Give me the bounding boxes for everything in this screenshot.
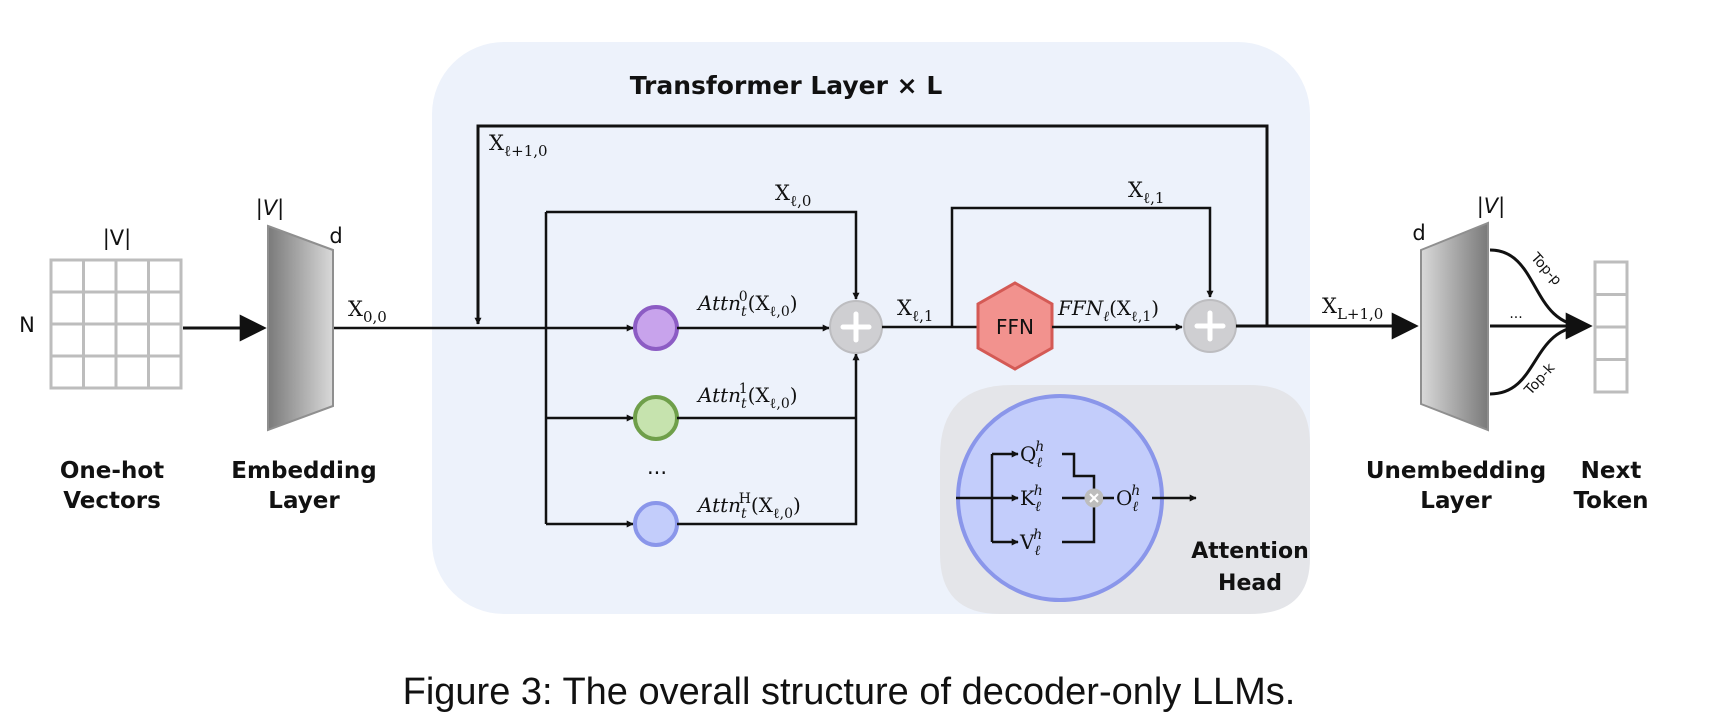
- embedding-label-1: Embedding: [231, 458, 376, 484]
- one-hot-n-dim: N: [19, 313, 35, 337]
- label-x-l-plus-1-0: Xℓ+1,0: [489, 131, 548, 160]
- sampling-ellipsis: ...: [1509, 306, 1522, 322]
- label-attn-0: Attnt0(Xℓ,0): [696, 289, 798, 320]
- embedding-vocab-dim: |V|: [256, 196, 285, 221]
- head-h-output: [677, 353, 860, 526]
- label-x-l-1-top: Xℓ,1: [1128, 178, 1164, 207]
- label-attn-h: AttntH(Xℓ,0): [696, 491, 801, 522]
- label-x00: X0,0: [348, 297, 387, 326]
- embedding-label-2: Layer: [268, 488, 340, 514]
- attention-head-1: [633, 395, 679, 441]
- ffn-skip-line: [950, 206, 1214, 327]
- one-hot-label-1: One-hot: [60, 458, 164, 484]
- figure-caption: Figure 3: The overall structure of decod…: [403, 671, 1296, 713]
- label-q: Qℓh: [1020, 439, 1044, 471]
- next-token-vector: [1593, 260, 1629, 394]
- v-merge: [1062, 506, 1096, 544]
- unembedding-label-1: Unembedding: [1366, 458, 1546, 484]
- transformer-title: Transformer Layer × L: [630, 71, 943, 100]
- embedding-d-dim: d: [329, 224, 342, 248]
- top-k-label: Top-k: [1521, 360, 1559, 399]
- qk-merge: [1062, 452, 1096, 492]
- attention-head-h: [633, 501, 679, 547]
- attention-head-label-1: Attention: [1191, 539, 1308, 564]
- times-glyph: [1089, 493, 1099, 503]
- label-v: Vℓh: [1019, 527, 1042, 559]
- one-hot-label-2: Vectors: [63, 488, 161, 514]
- unembedding-label-2: Layer: [1420, 488, 1492, 514]
- plus-icon: [840, 311, 872, 343]
- ffn-label: FFN: [996, 315, 1034, 339]
- unembedding-d-dim: d: [1412, 221, 1425, 245]
- label-k: Kℓh: [1020, 483, 1043, 515]
- attention-head-label-2: Head: [1218, 571, 1282, 596]
- label-x-l-1-mid: Xℓ,1: [897, 296, 933, 325]
- one-hot-grid: [49, 258, 183, 390]
- heads-ellipsis: ...: [647, 455, 667, 479]
- label-x-l-0: Xℓ,0: [775, 181, 811, 210]
- embedding-layer-shape: [267, 224, 334, 432]
- one-hot-vocab-dim: |V|: [103, 226, 132, 251]
- next-token-label-1: Next: [1581, 458, 1642, 484]
- label-x-L-plus-1-0: XL+1,0: [1322, 294, 1383, 323]
- unembedding-layer-shape: [1420, 221, 1489, 432]
- label-attn-1: Attnt1(Xℓ,0): [696, 381, 798, 412]
- next-token-label-2: Token: [1573, 488, 1648, 514]
- attention-head-0: [633, 305, 679, 351]
- plus-icon: [1194, 310, 1226, 342]
- ffn-block: [976, 281, 1054, 371]
- label-ffn-output: FFNℓ(Xℓ,1): [1057, 296, 1159, 325]
- attention-skip-line: [546, 210, 860, 300]
- unembedding-vocab-dim: |V|: [1477, 194, 1506, 219]
- label-o: Oℓh: [1116, 483, 1140, 515]
